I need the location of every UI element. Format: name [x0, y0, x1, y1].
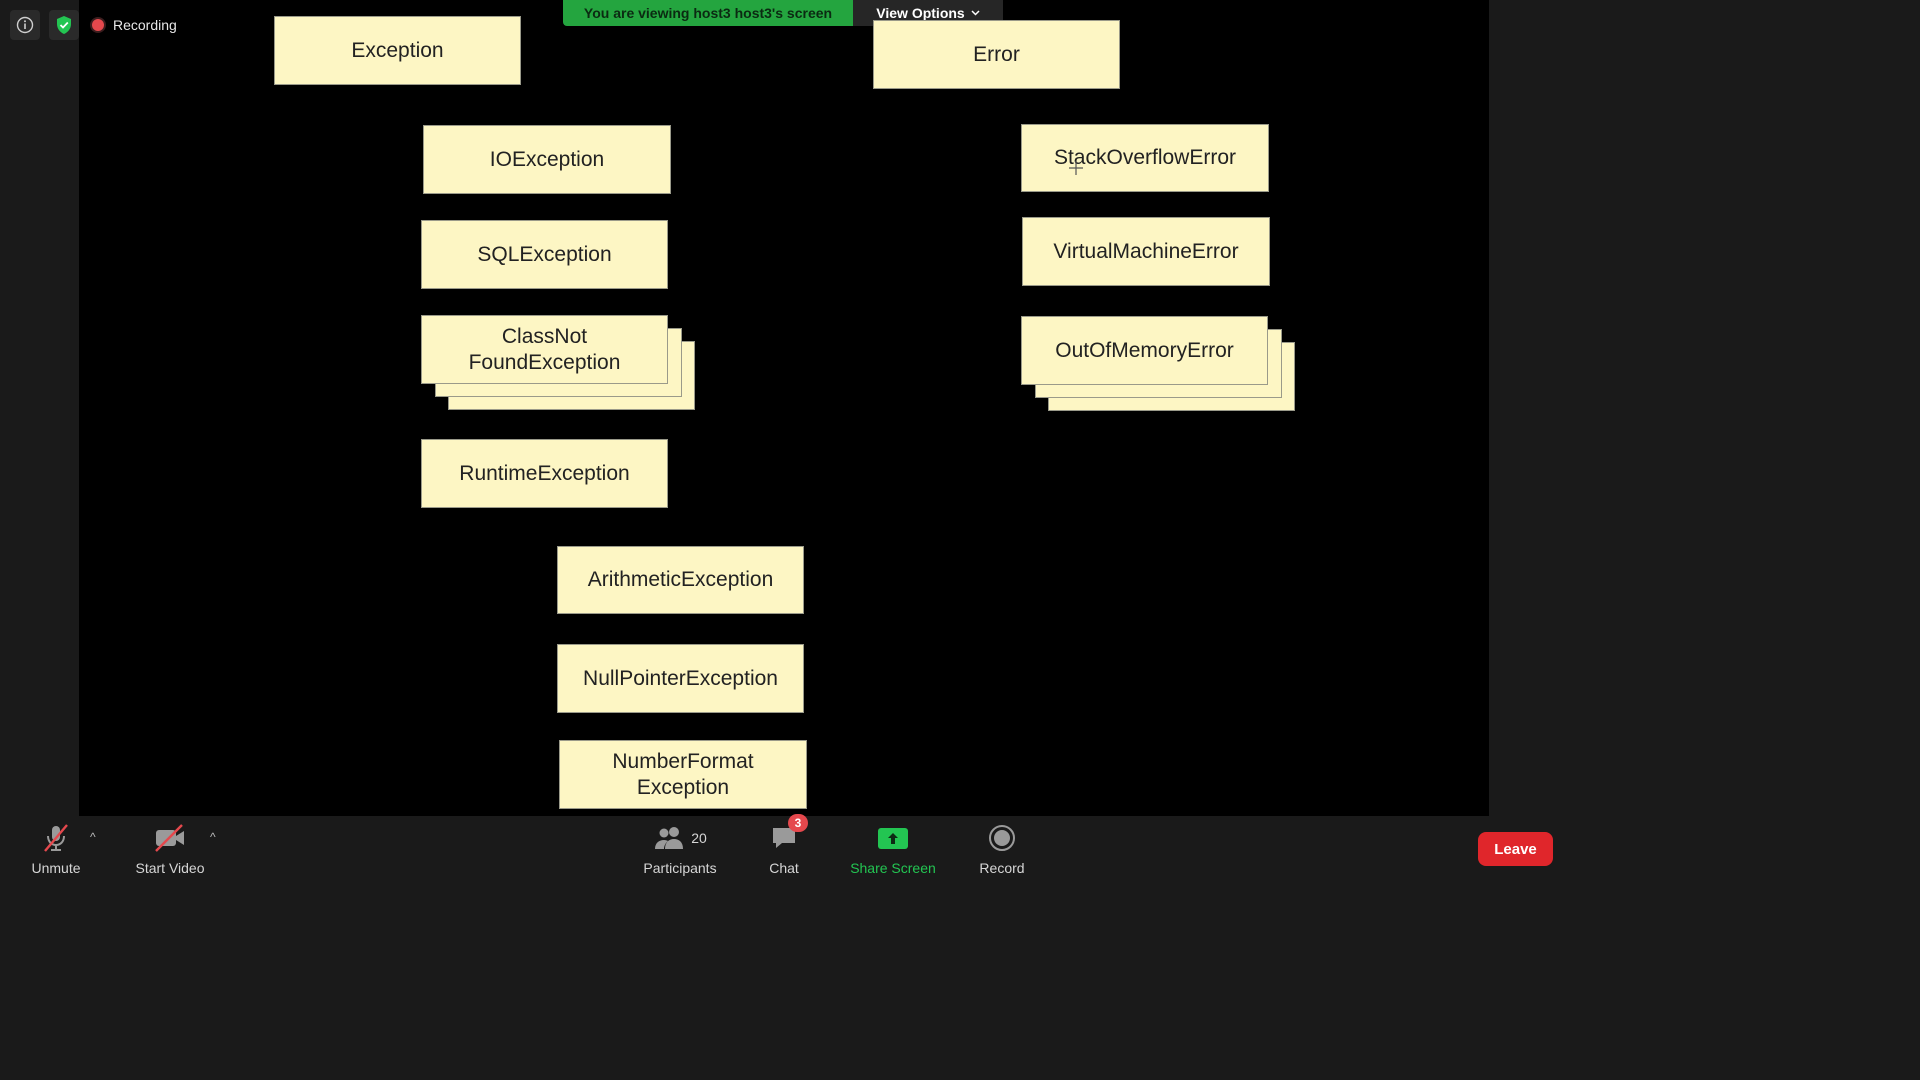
exception-root-label: Exception	[351, 38, 444, 62]
runtimeexception-box: RuntimeException	[421, 439, 668, 508]
unmute-label: Unmute	[31, 860, 81, 876]
classnotfound-label: ClassNot FoundException	[468, 324, 621, 374]
stackoverflowerror-label: StackOverflowError	[1053, 146, 1237, 169]
chat-button[interactable]: 3 Chat	[764, 814, 808, 876]
crosshair-cursor-icon	[1069, 161, 1083, 175]
record-icon	[989, 825, 1015, 851]
viewing-text: You are viewing host3 host3's screen	[563, 0, 853, 26]
error-root-box: Error	[873, 20, 1120, 89]
video-off-icon	[153, 822, 187, 854]
nullpointerexception-box: NullPointerException	[557, 644, 804, 713]
share-screen-button[interactable]: Share Screen	[846, 822, 940, 876]
numberformatexception-label: NumberFormat Exception	[612, 749, 754, 799]
chat-icon-wrap: 3	[770, 814, 808, 854]
outofmemoryerror-box: OutOfMemoryError	[1021, 316, 1268, 385]
chat-badge: 3	[788, 814, 808, 832]
recording-dot-icon	[92, 19, 104, 31]
leave-button[interactable]: Leave	[1478, 832, 1553, 866]
security-button[interactable]	[49, 10, 79, 40]
left-margin	[0, 0, 79, 816]
right-margin	[1489, 0, 1568, 816]
view-options-label: View Options	[876, 5, 965, 21]
sqlexception-box: SQLException	[421, 220, 668, 289]
error-root-label: Error	[973, 42, 1020, 66]
participants-icon-wrap: 20	[653, 822, 707, 854]
numberformatexception-box: NumberFormat Exception	[559, 740, 807, 809]
arithmeticexception-label: ArithmeticException	[587, 568, 774, 591]
record-icon-wrap	[988, 822, 1016, 854]
participants-label: Participants	[643, 860, 717, 876]
stackoverflowerror-box: StackOverflowError	[1021, 124, 1269, 192]
meeting-toolbar	[0, 816, 1568, 882]
shield-check-icon	[57, 16, 71, 34]
record-label: Record	[979, 860, 1025, 876]
participants-icon	[655, 827, 684, 849]
recording-label: Recording	[113, 17, 177, 33]
share-screen-label: Share Screen	[850, 860, 936, 876]
sqlexception-label: SQLException	[477, 242, 612, 266]
nullpointerexception-label: NullPointerException	[583, 666, 778, 690]
share-screen-icon	[878, 828, 908, 849]
audio-options-caret-icon[interactable]: ^	[90, 830, 96, 844]
info-icon	[16, 16, 34, 34]
chat-icon	[773, 828, 795, 848]
record-button[interactable]: Record	[975, 822, 1029, 876]
chat-label: Chat	[769, 860, 799, 876]
virtualmachineerror-label: VirtualMachineError	[1053, 239, 1239, 263]
exception-root-box: Exception	[274, 16, 521, 85]
chevron-down-icon	[971, 10, 980, 16]
viewing-banner: You are viewing host3 host3's screen Vie…	[563, 0, 1003, 26]
start-video-label: Start Video	[135, 860, 205, 876]
virtualmachineerror-box: VirtualMachineError	[1022, 217, 1270, 286]
arithmeticexception-box: ArithmeticException	[557, 546, 804, 614]
share-screen-icon-wrap	[877, 822, 909, 854]
ioexception-label: IOException	[489, 147, 605, 171]
classnotfound-box: ClassNot FoundException	[421, 315, 668, 384]
participants-count: 20	[691, 830, 707, 846]
participants-button[interactable]: 20 Participants	[636, 822, 724, 876]
recording-indicator[interactable]: Recording	[92, 12, 177, 38]
start-video-button[interactable]: Start Video	[128, 822, 212, 876]
unmute-button[interactable]: Unmute	[24, 822, 88, 876]
meeting-info-button[interactable]	[10, 10, 40, 40]
video-options-caret-icon[interactable]: ^	[210, 830, 216, 844]
runtimeexception-label: RuntimeException	[459, 461, 630, 485]
ioexception-box: IOException	[423, 125, 671, 194]
outofmemoryerror-label: OutOfMemoryError	[1055, 338, 1234, 362]
muted-mic-icon	[41, 822, 71, 854]
